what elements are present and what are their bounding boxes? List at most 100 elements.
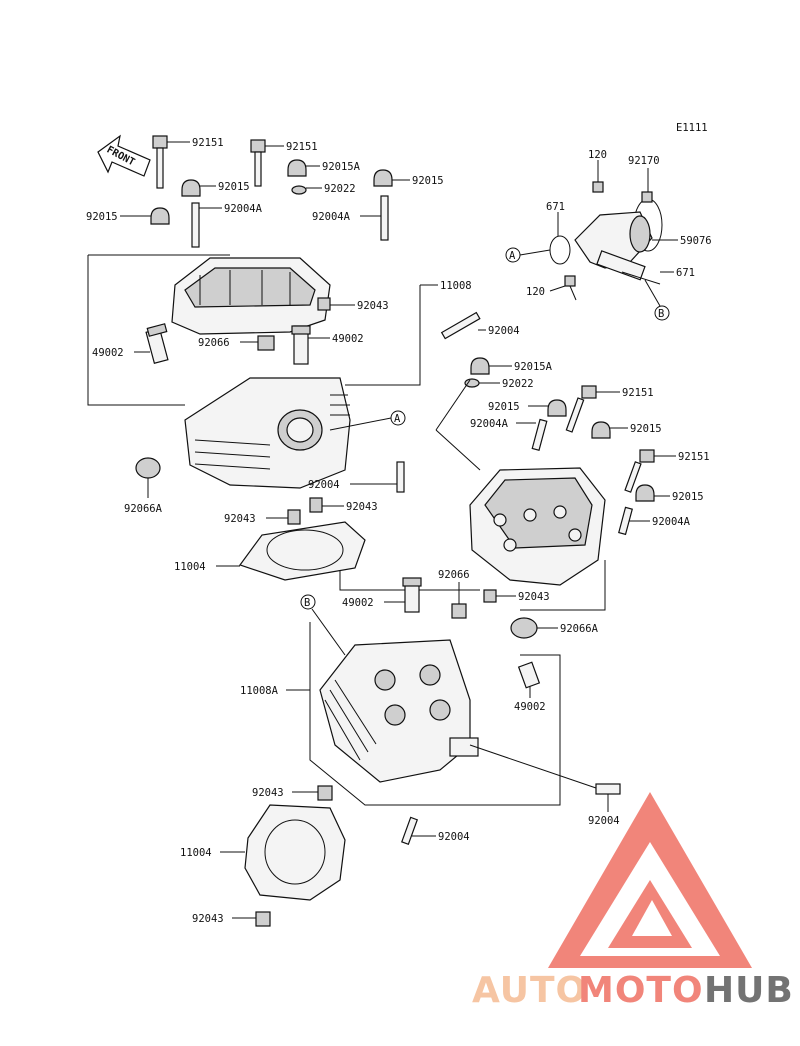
nut-92015-c [373, 169, 393, 187]
stud-92004A-a [191, 202, 200, 248]
bolt-92151-a [152, 135, 168, 189]
callout-a-pipe: A [505, 247, 551, 263]
leaders [120, 141, 678, 919]
label-92151: 92151 [622, 387, 654, 399]
dowel-92043-d [483, 589, 497, 603]
washer-92022-a [291, 185, 307, 195]
label-92015: 92015 [672, 491, 704, 503]
plug-92066A-a [135, 457, 161, 479]
head-gasket-rear [244, 804, 346, 901]
nut-92015-d [547, 399, 567, 417]
dowel-92043-a [317, 297, 331, 311]
label-92004: 92004 [488, 325, 520, 337]
label-92151: 92151 [678, 451, 710, 463]
svg-text:A: A [394, 413, 401, 425]
nut-92015A-b [470, 357, 490, 375]
label-92015: 92015 [86, 211, 118, 223]
label-92015: 92015 [630, 423, 662, 435]
watermark-moto: MOTO [578, 970, 704, 1011]
washer-92022-b [464, 378, 480, 388]
cylinder-head-cover-rear [469, 467, 606, 586]
label-92015: 92015 [218, 181, 250, 193]
label-671: 671 [546, 201, 565, 213]
label-59076: 59076 [680, 235, 712, 247]
label-92066A: 92066A [560, 623, 599, 635]
stud-92004-d [469, 744, 621, 795]
cylinder-head-rear [319, 639, 479, 783]
part-labels: 92151 92151 92015A 92015 92022 92015 920… [86, 137, 712, 925]
bolt-92151-d [624, 449, 655, 493]
label-92066: 92066 [198, 337, 230, 349]
o-ring-671-a [549, 235, 571, 265]
bolt-92151-c [565, 385, 597, 433]
label-92015A: 92015A [514, 361, 553, 373]
label-92066A: 92066A [124, 503, 163, 515]
nut-92015-e [591, 421, 611, 439]
label-92004: 92004 [438, 831, 470, 843]
label-11004: 11004 [180, 847, 212, 859]
cylinder-head-front [184, 377, 351, 489]
stud-92004A-d [618, 506, 633, 536]
nut-92015A-a [287, 159, 307, 177]
label-92043: 92043 [224, 513, 256, 525]
label-92004: 92004 [588, 815, 620, 827]
plug-92066-b [451, 603, 467, 619]
plug-92066A-b [510, 617, 538, 639]
oil-pipe-49002-b [291, 325, 311, 365]
bolt-92151-b [250, 139, 266, 187]
watermark-triangle-logo [548, 792, 752, 968]
label-49002: 49002 [342, 597, 374, 609]
watermark-auto: AUTO [472, 970, 587, 1011]
label-11008A: 11008A [240, 685, 279, 697]
label-92015A: 92015A [322, 161, 361, 173]
label-92022: 92022 [324, 183, 356, 195]
label-92004A: 92004A [470, 418, 509, 430]
dowel-92043-c [287, 509, 301, 525]
bolt-120-a [592, 167, 604, 193]
label-92151: 92151 [286, 141, 318, 153]
label-92043: 92043 [346, 501, 378, 513]
label-92004A: 92004A [224, 203, 263, 215]
label-92015: 92015 [412, 175, 444, 187]
svg-text:A: A [509, 250, 516, 262]
oil-pipe-49002-a [145, 323, 169, 365]
nut-92015-f [635, 484, 655, 502]
stud-92004A-c [531, 418, 548, 452]
water-pipe-59076 [574, 211, 653, 281]
diagram-code: E1111 [676, 122, 708, 134]
stud-92004A-b [380, 195, 389, 241]
label-671: 671 [676, 267, 695, 279]
callout-b-rear: B [300, 594, 346, 656]
stud-92004-a [440, 311, 481, 340]
label-92043: 92043 [252, 787, 284, 799]
cylinder-head-cover-front [171, 257, 331, 335]
stud-92004-b [396, 461, 405, 493]
plug-92066-a [257, 335, 275, 351]
label-49002: 49002 [332, 333, 364, 345]
label-49002: 49002 [92, 347, 124, 359]
label-92066: 92066 [438, 569, 470, 581]
callout-b-pipe: B [644, 279, 670, 321]
dowel-92043-b [309, 497, 323, 513]
oil-pipe-49002-c [402, 577, 422, 613]
stud-92004-c [401, 816, 419, 846]
bolt-120-b [564, 275, 577, 301]
nut-92015-a [181, 179, 201, 197]
dowel-92043-f [255, 911, 271, 927]
svg-text:B: B [658, 308, 664, 320]
dowel-92043-e [317, 785, 333, 801]
svg-text:B: B [304, 597, 310, 609]
label-92004: 92004 [308, 479, 340, 491]
watermark-hub: HUB [704, 970, 794, 1011]
label-120: 120 [588, 149, 607, 161]
label-92043: 92043 [192, 913, 224, 925]
label-49002: 49002 [514, 701, 546, 713]
label-92170: 92170 [628, 155, 660, 167]
automotohub-watermark: AUTO MOTO HUB [472, 792, 794, 1011]
label-120: 120 [526, 286, 545, 298]
label-92015: 92015 [488, 401, 520, 413]
nut-92015-b [150, 207, 170, 225]
label-11004: 11004 [174, 561, 206, 573]
label-92043: 92043 [357, 300, 389, 312]
